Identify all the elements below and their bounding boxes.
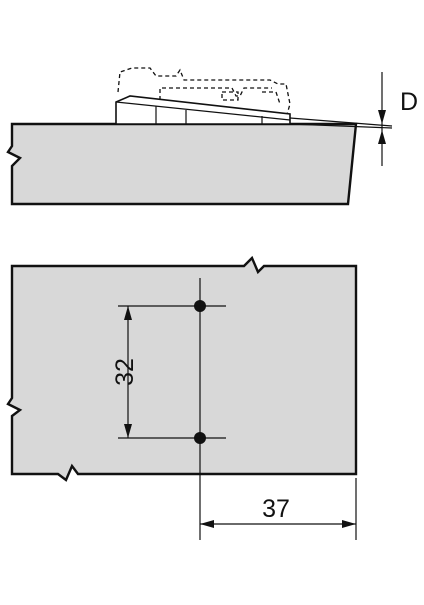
d-arrow-bottom [378,130,386,144]
plate-base-line [289,123,393,129]
mounting-plate-top-line [115,101,291,121]
front-view: 32 37 [6,255,358,540]
hinge-arm-phantom-right [262,91,281,105]
side-panel-section [6,122,358,206]
spacing-arrow-bottom [124,424,132,438]
thickness-label: D [400,88,418,116]
vertical-spacing-label: 32 [111,358,139,386]
spacing-arrow-top [124,306,132,320]
side-view: D [6,67,418,206]
hinge-arm-phantom-detail [221,91,239,101]
hinge-arm-phantom-outline [117,67,291,119]
horizontal-offset-label: 37 [262,495,290,523]
plate-angle-line [289,117,393,127]
offset-arrow-right [342,520,356,528]
offset-arrow-left [200,520,214,528]
panel-face [6,255,358,482]
hinge-arm-phantom-inner [159,87,272,100]
d-arrow-top [378,110,386,124]
mounting-plate [115,95,291,125]
